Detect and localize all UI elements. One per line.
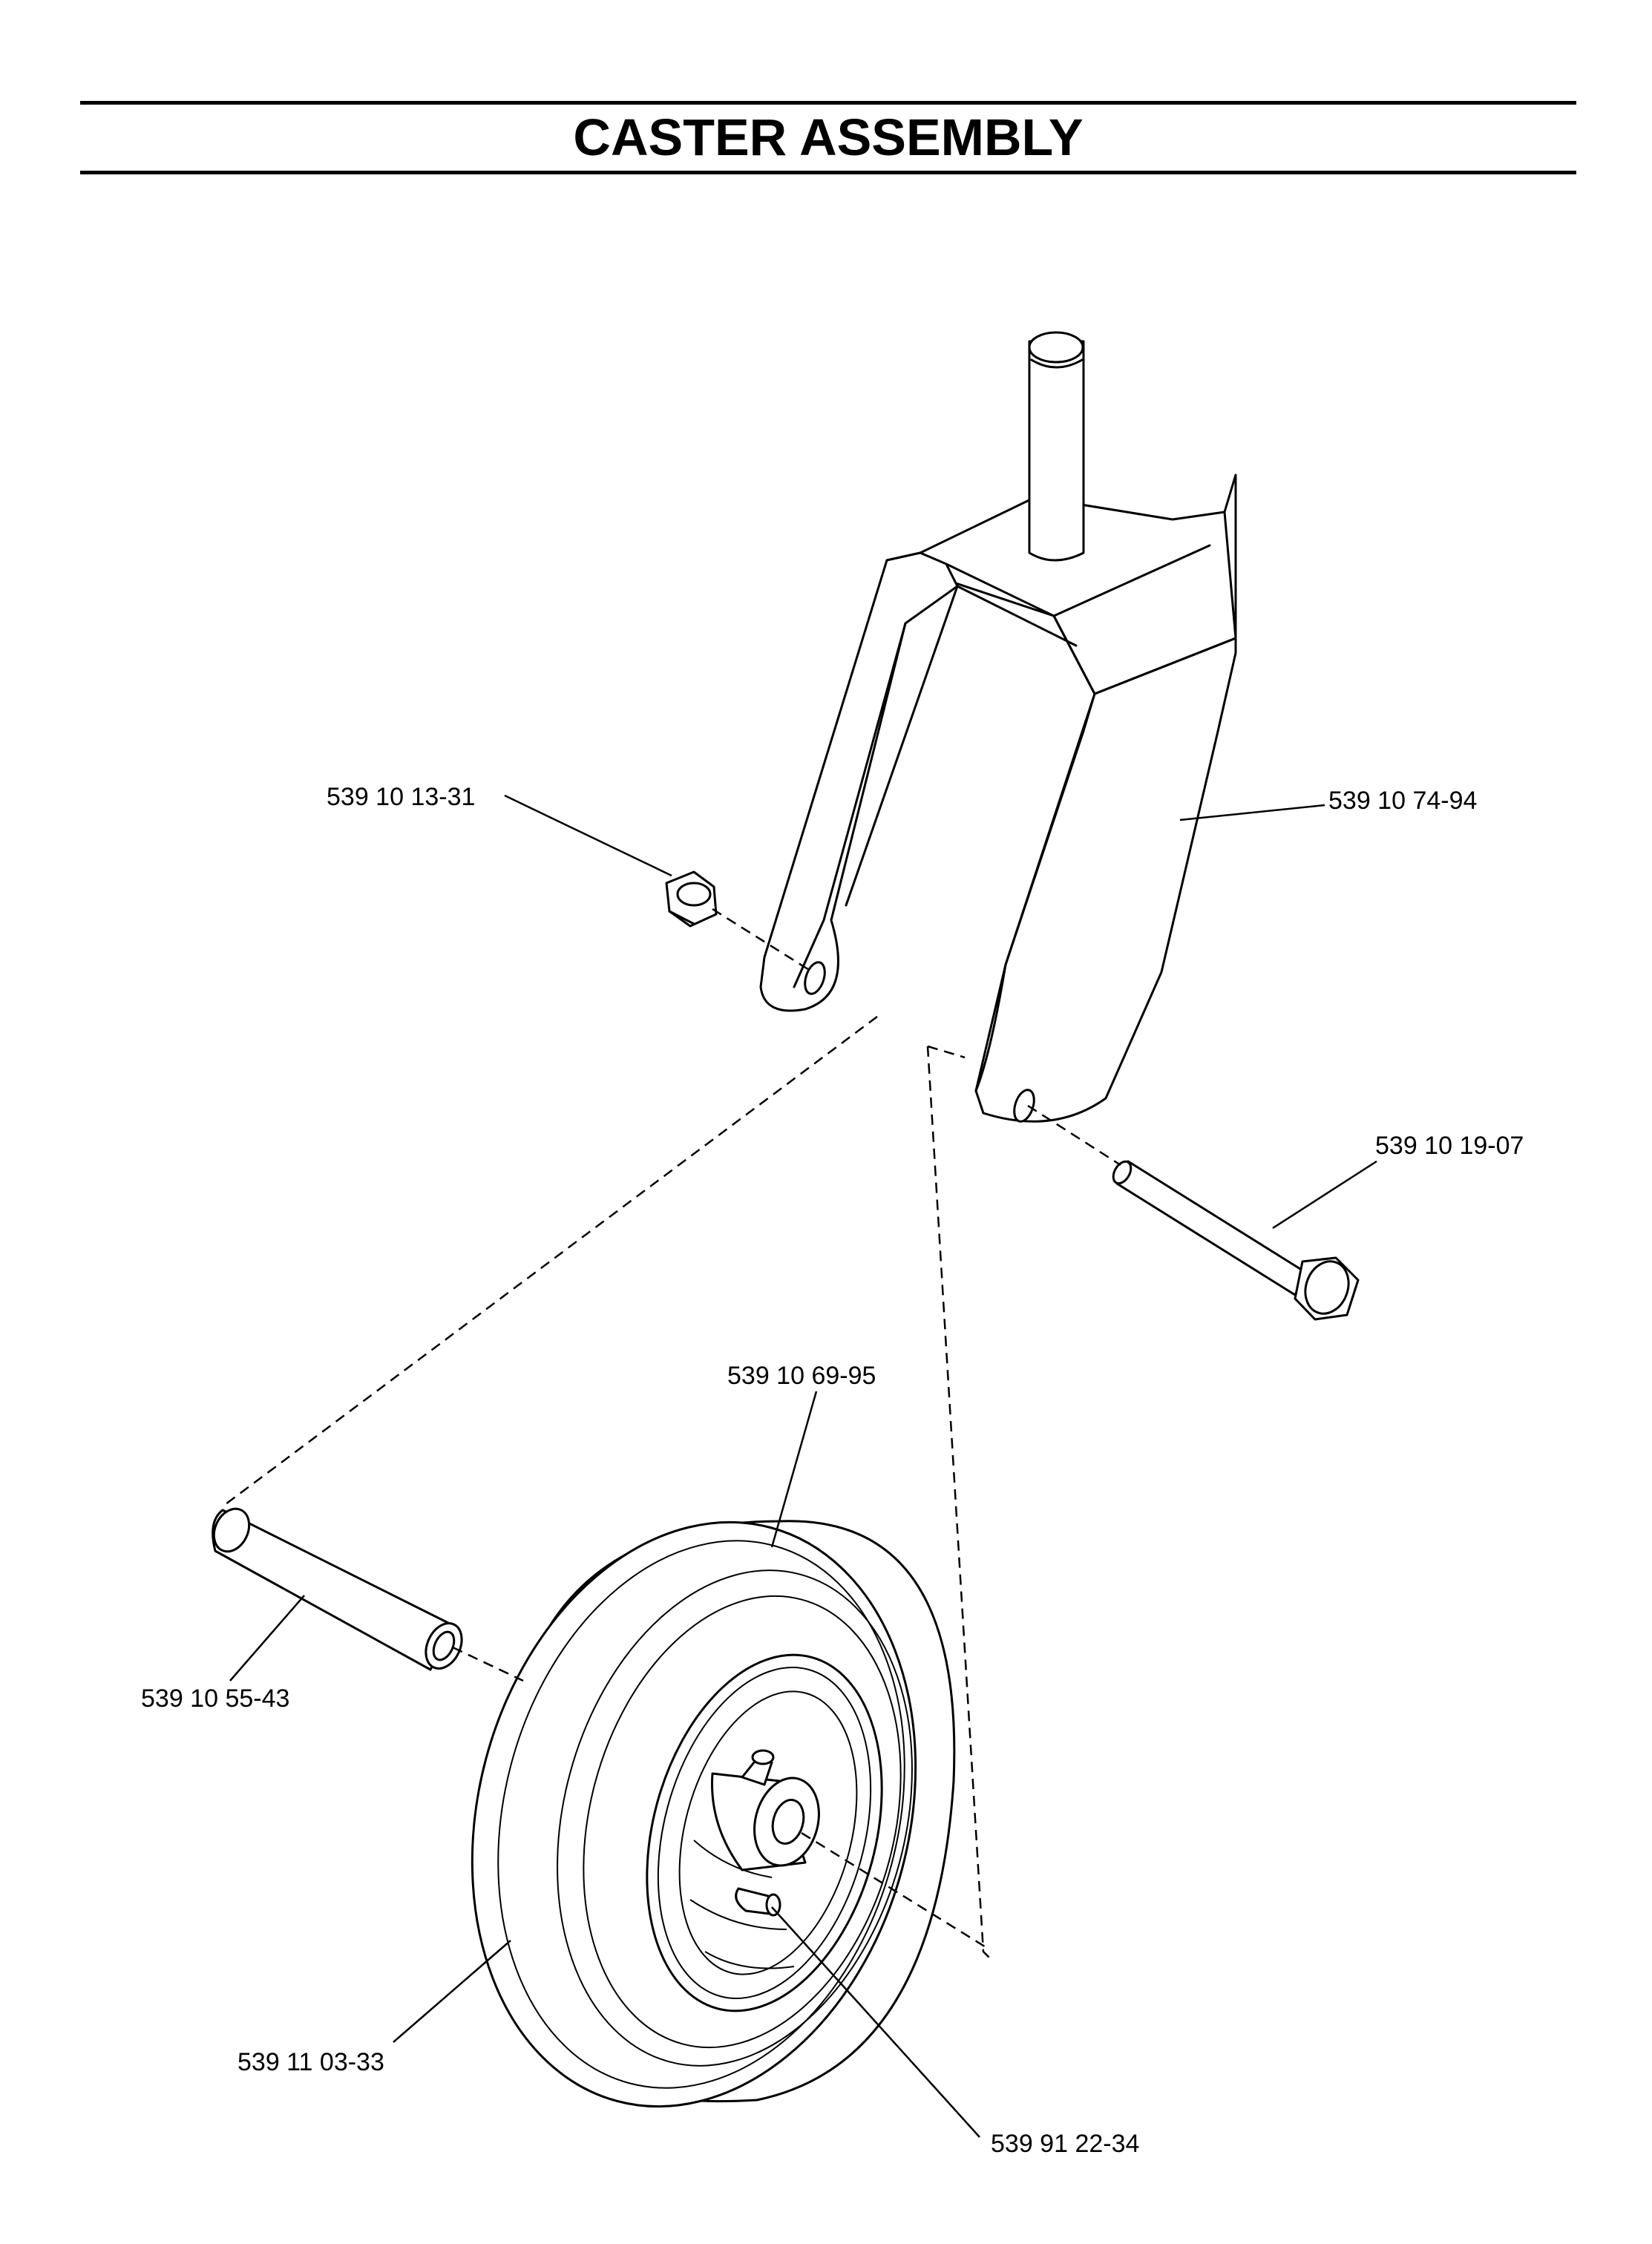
page-title: CASTER ASSEMBLY (573, 108, 1084, 166)
hex-bolt (1112, 1160, 1360, 1321)
tire-and-wheel (471, 1520, 956, 2108)
spacer-tube (212, 1507, 463, 1671)
part-labels: 539 10 13-31 539 10 74-94 539 10 19-07 5… (141, 783, 1524, 2158)
part-label-wheel: 539 11 03-33 (237, 2048, 384, 2076)
leader-lines (229, 794, 1377, 2138)
part-label-grease-fitting: 539 91 22-34 (991, 2130, 1139, 2158)
lock-nut (665, 870, 718, 928)
part-label-bolt: 539 10 19-07 (1375, 1132, 1524, 1160)
title-rule-bottom (80, 171, 1576, 174)
part-label-locknut: 539 10 13-31 (327, 783, 475, 811)
part-label-spacer: 539 10 55-43 (141, 1684, 289, 1713)
caster-fork (759, 331, 1237, 1123)
assembly-lines (222, 908, 1121, 1960)
part-label-fork: 539 10 74-94 (1328, 787, 1477, 815)
part-label-tire: 539 10 69-95 (727, 1362, 876, 1390)
title-rule-top (80, 101, 1576, 105)
